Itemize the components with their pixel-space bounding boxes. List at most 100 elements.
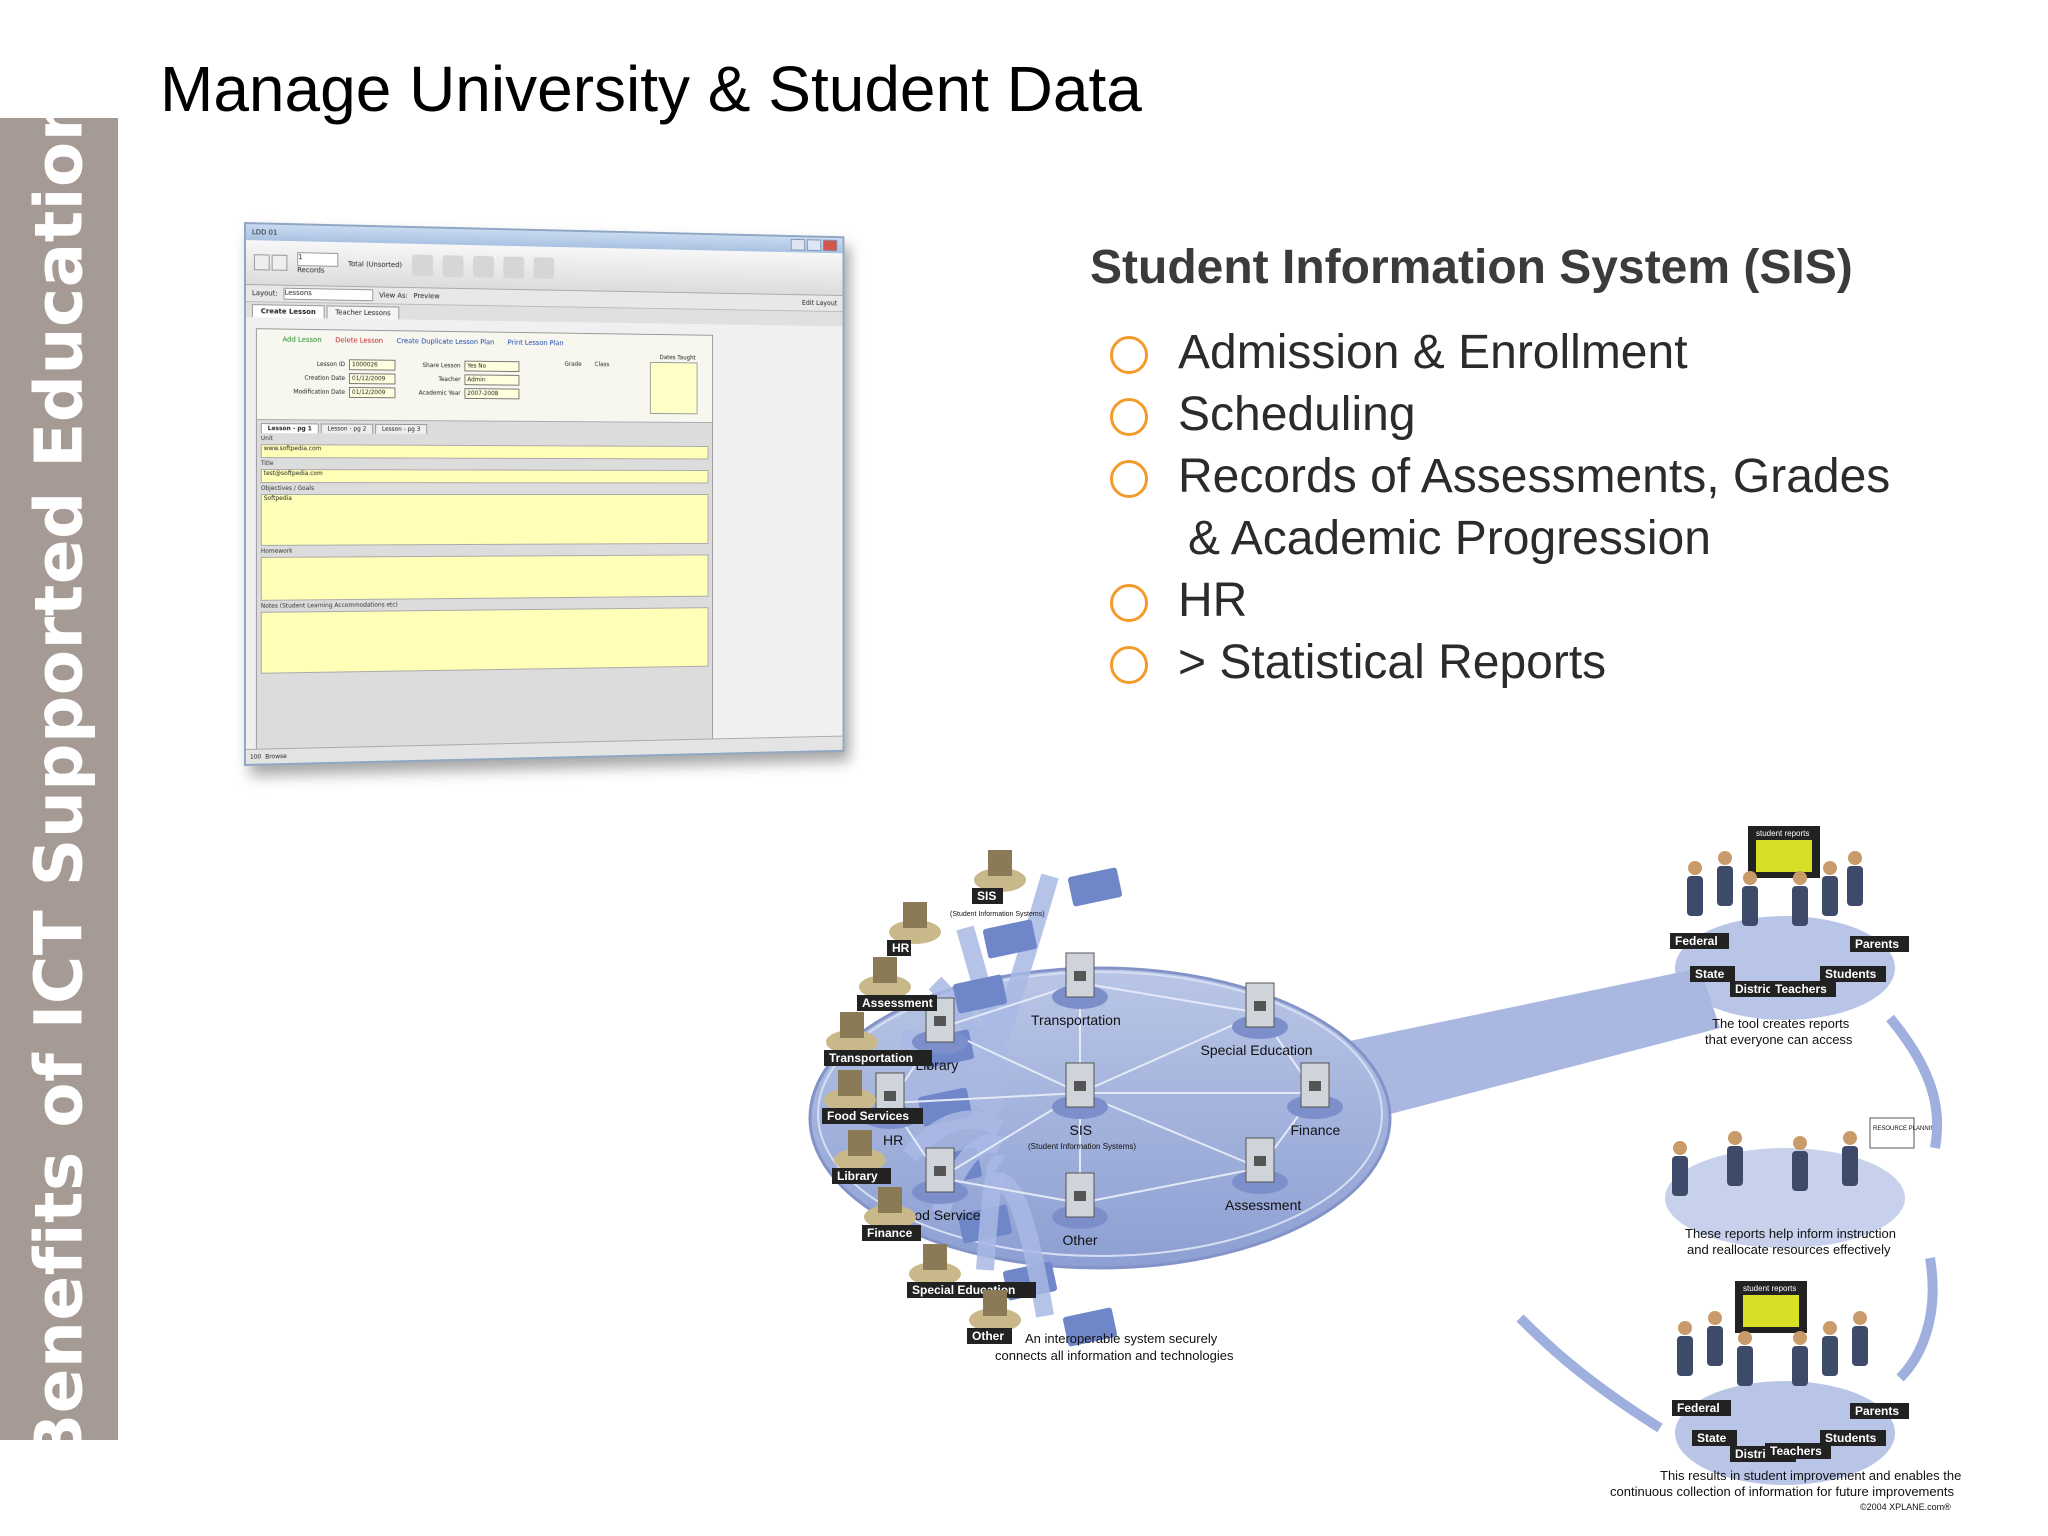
new-record-icon[interactable] [442,255,463,277]
person-head [1848,851,1862,865]
person-figure [1847,851,1863,906]
field-label: Lesson ID [286,360,345,368]
record-counter: 1 Records [297,252,338,275]
middle-caption-1: These reports help inform instruction [1685,1226,1896,1241]
preview-button[interactable]: Preview [414,292,440,300]
copyright: ©2004 XPLANE.com® [1860,1502,1951,1512]
person-figure [1707,1311,1723,1366]
person-figure [1822,861,1838,916]
show-all-icon[interactable] [412,255,433,277]
role-tag: State [1697,1431,1727,1445]
field-value[interactable]: Admin [464,374,519,385]
tab-create-lesson[interactable]: Create Lesson [252,304,325,318]
lock-icon [934,1166,946,1176]
homework-field[interactable] [261,554,709,600]
zoom-level[interactable]: 100 [250,753,261,760]
notes-section: Notes (Student Learning Accommodations e… [261,599,709,674]
sis-heading: Student Information System (SIS) [1090,240,1853,295]
role-tag: Federal [1675,934,1718,948]
layout-select[interactable]: Lessons [284,288,374,301]
person-body [1822,876,1838,916]
person-body [1847,866,1863,906]
field-row: Lesson ID 1000026 [286,358,395,371]
source-assessment: Assessment [857,957,937,1011]
report-caption-2: that everyone can access [1705,1032,1853,1047]
title-field[interactable]: test@softpedia.com [261,469,709,483]
record-number-input[interactable]: 1 [297,252,338,267]
minimize-icon[interactable] [791,239,805,251]
person-body [1717,866,1733,906]
field-value[interactable]: 2007-2008 [464,388,519,399]
sis-item-text: > Statistical Reports [1178,636,1606,689]
print-lesson-button[interactable]: Print Lesson Plan [508,339,564,348]
duplicate-lesson-button[interactable]: Create Duplicate Lesson Plan [397,337,495,346]
person-figure [1852,1311,1868,1366]
tab-lesson-pg1[interactable]: Lesson - pg 1 [261,423,319,433]
side-band-label: Benefits of ICT Supported Education [21,118,98,1440]
unit-section: Unitwww.softpedia.com [261,435,709,459]
record-nav [254,254,288,271]
title-section: Titletest@softpedia.com [261,460,709,483]
source-figure-icon [878,1187,902,1213]
monitor-screen-top [1756,840,1812,872]
source-figure-icon [983,1290,1007,1316]
window-controls [791,239,837,251]
sis-diagram: LibraryTransportationSpecial EducationHR… [740,818,2020,1518]
next-record-icon[interactable] [272,255,288,271]
lesson-header: Add Lesson Delete Lesson Create Duplicat… [257,329,712,423]
class-label: Class [595,361,610,368]
person-body [1727,1146,1743,1186]
field-value[interactable]: Yes No [464,360,519,371]
section-label: Objectives / Goals [261,485,709,494]
person-head [1678,1321,1692,1335]
field-value[interactable]: 01/12/2009 [349,373,395,384]
tab-lesson-pg2[interactable]: Lesson - pg 2 [321,423,373,433]
person-head [1673,1141,1687,1155]
prev-record-icon[interactable] [254,254,270,270]
person-body [1842,1146,1858,1186]
side-band: Benefits of ICT Supported Education [0,118,118,1440]
add-lesson-button[interactable]: Add Lesson [282,336,321,344]
field-label: Share Lesson [403,361,460,369]
role-tag: Teachers [1770,1444,1822,1458]
tab-teacher-lessons[interactable]: Teacher Lessons [327,305,400,319]
sis-item: HR [1108,570,1890,632]
sort-icon[interactable] [533,257,554,279]
close-icon[interactable] [823,240,837,252]
delete-lesson-button[interactable]: Delete Lesson [335,336,383,345]
delete-record-icon[interactable] [473,256,494,278]
source-hr: HR [887,902,941,956]
unit-field[interactable]: www.softpedia.com [261,444,709,459]
bottom-caption-1: This results in student improvement and … [1660,1468,1961,1483]
person-figure [1672,1141,1688,1196]
lock-icon [1074,1081,1086,1091]
source-label: Food Services [827,1109,909,1123]
role-tag: Parents [1855,937,1899,951]
edit-layout-button[interactable]: Edit Layout [802,299,837,307]
person-body [1742,886,1758,926]
person-head [1843,1131,1857,1145]
source-label: Transportation [829,1051,913,1065]
notes-field[interactable] [261,607,709,674]
lesson-form: Add Lesson Delete Lesson Create Duplicat… [256,328,713,754]
lock-icon [1309,1081,1321,1091]
person-figure [1687,861,1703,916]
objectives-field[interactable]: Softpedia [261,494,709,546]
maximize-icon[interactable] [807,239,821,251]
find-icon[interactable] [503,257,524,279]
grade-label: Grade [564,361,581,368]
lesson-fields-2: Share LessonYes No TeacherAdmin Academic… [403,359,519,401]
person-head [1793,1136,1807,1150]
source-label: Assessment [862,996,933,1010]
field-value[interactable]: 01/12/2009 [349,387,395,398]
bottom-caption-2: continuous collection of information for… [1610,1484,1954,1499]
hub-node-label: Transportation [1031,1012,1121,1028]
field-value[interactable]: 1000026 [349,359,395,370]
dates-taught-grid[interactable] [650,362,698,414]
person-head [1823,861,1837,875]
tab-lesson-pg3[interactable]: Lesson - pg 3 [375,424,427,434]
person-figure [1822,1321,1838,1376]
mode-select[interactable]: Browse [265,753,287,760]
field-row: Modification Date01/12/2009 [286,385,395,398]
middle-caption-2: and reallocate resources effectively [1687,1242,1891,1257]
